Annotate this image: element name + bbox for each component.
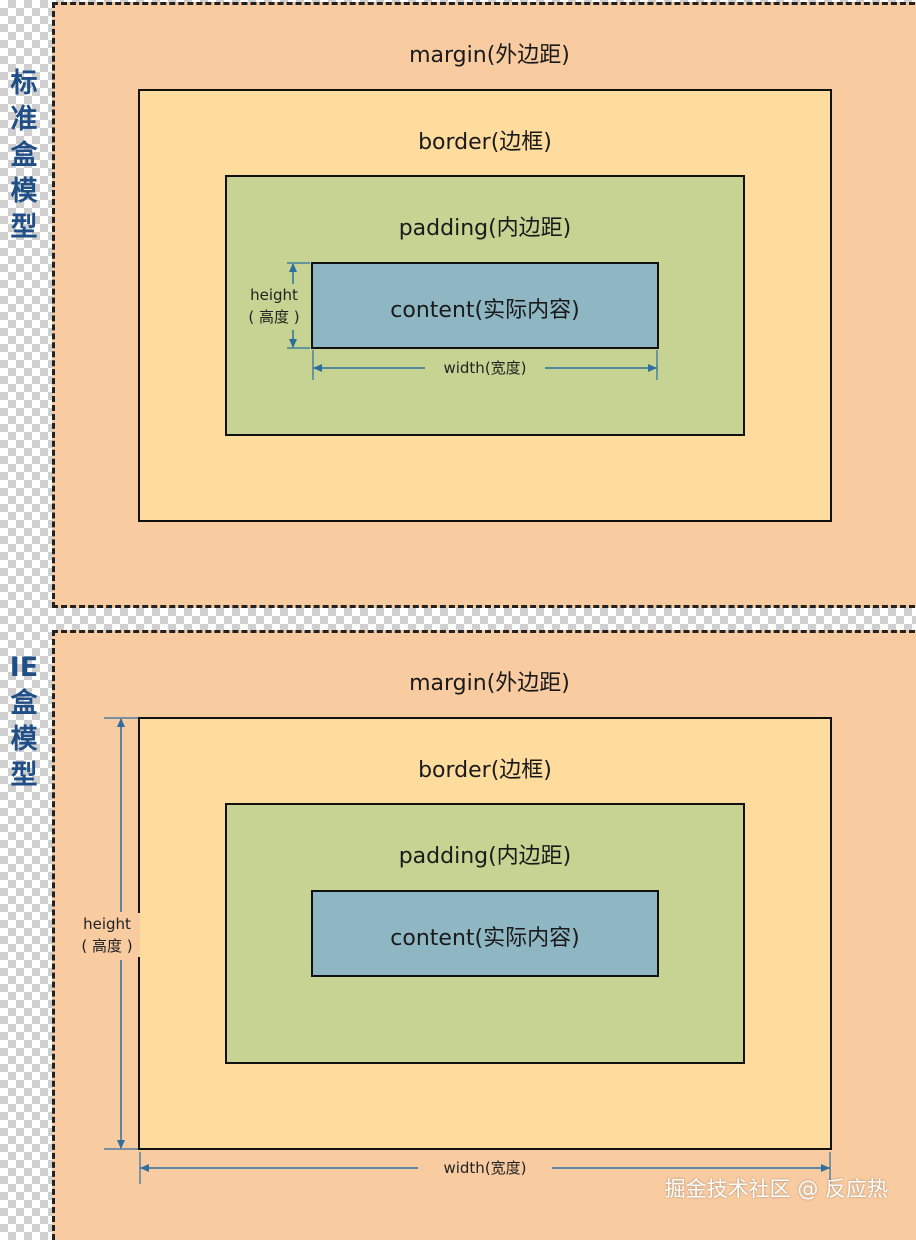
standard-height-text: height [250, 286, 298, 304]
standard-height-arrow-up [289, 263, 297, 272]
ie-border-label: border(边框) [418, 758, 552, 783]
standard-content-label: content(实际内容) [390, 298, 580, 323]
ie-content-box: content(实际内容) [311, 890, 659, 977]
standard-padding-label: padding(内边距) [398, 216, 572, 241]
ie-model-title-char: IE [9, 652, 39, 683]
standard-width-arrow-right [648, 364, 657, 372]
standard-model-title-char: 标 [10, 68, 38, 99]
standard-model-title-char: 准 [10, 104, 38, 135]
ie-margin-label: margin(外边距) [409, 671, 570, 696]
ie-model-title-char: 模 [10, 724, 38, 755]
ie-model-title: IE 盒 模 型 [6, 650, 42, 794]
standard-margin-label: margin(外边距) [409, 43, 570, 68]
ie-content-label: content(实际内容) [390, 926, 580, 951]
ie-padding-label: padding(内边距) [398, 844, 572, 869]
standard-model-title-char: 盒 [10, 140, 38, 171]
standard-height-cn-text: ( 高度 ) [248, 308, 300, 326]
watermark: 掘金技术社区 @ 反应热 [664, 1177, 888, 1201]
ie-height-label: height ( 高度 ) [74, 913, 140, 957]
ie-height-cn-text: ( 高度 ) [81, 937, 133, 955]
standard-model-title: 标 准 盒 模 型 [6, 66, 42, 246]
standard-model-title-char: 模 [10, 176, 38, 207]
standard-height-label: height ( 高度 ) [242, 284, 306, 328]
standard-width-label: width(宽度) [420, 357, 550, 379]
ie-width-arrow-right [821, 1164, 830, 1172]
ie-model-title-char: 盒 [10, 688, 38, 719]
standard-border-label: border(边框) [418, 130, 552, 155]
standard-model-title-char: 型 [10, 212, 38, 243]
ie-height-arrow-up [117, 718, 125, 727]
standard-height-arrow-down [289, 339, 297, 348]
ie-width-label: width(宽度) [415, 1157, 555, 1179]
standard-width-arrow-left [313, 364, 322, 372]
ie-width-arrow-left [140, 1164, 149, 1172]
ie-height-text: height [83, 915, 131, 933]
ie-model-title-char: 型 [10, 760, 38, 791]
standard-content-box: content(实际内容) [311, 262, 659, 349]
ie-height-arrow-down [117, 1140, 125, 1149]
